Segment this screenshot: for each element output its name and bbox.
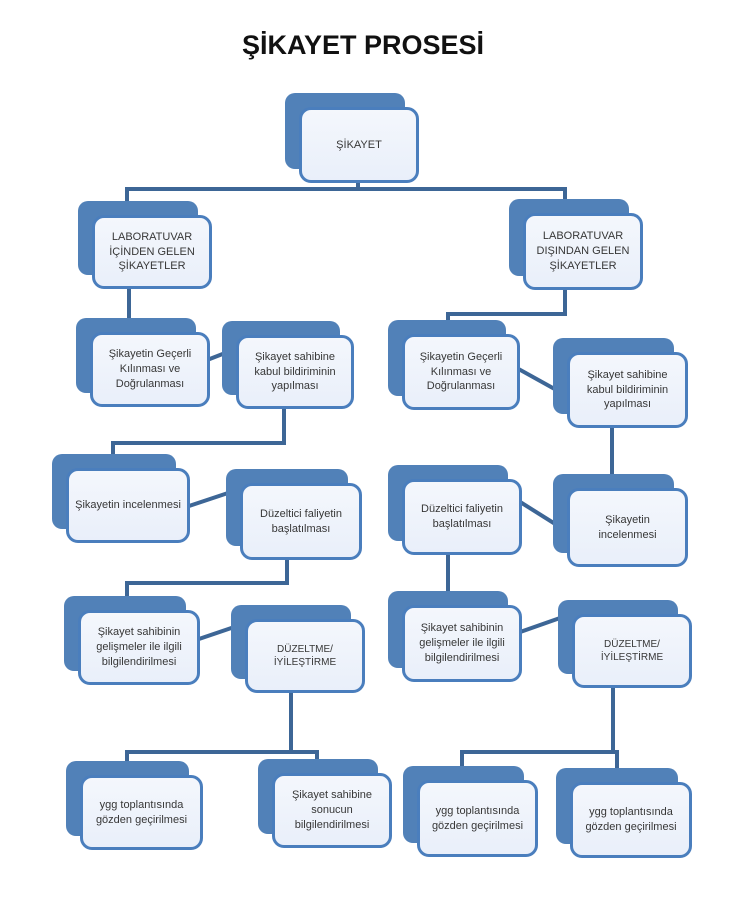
connector-lduzeltici-lgelismeler [125,557,289,600]
node-label: Şikayet sahibine kabul bildiriminin yapı… [236,335,354,409]
node-label: DÜZELTME/İYİLEŞTİRME [572,614,692,688]
node-left-gelismeler: Şikayet sahibinin gelişmeler ile ilgili … [64,596,200,685]
page-title: ŞİKAYET PROSESİ [241,30,485,60]
node-left-duzeltme: DÜZELTME/İYİLEŞTİRME [231,605,365,693]
node-sikayet: ŞİKAYET [285,93,419,183]
node-label: Düzeltici faliyetin başlatılması [240,483,362,560]
node-label: Şikayet sahibine sonucun bilgilendirilme… [272,773,392,848]
node-label: Şikayetin Geçerli Kılınması ve Doğrulanm… [90,332,210,407]
connector-lduzeltme-children [125,690,319,765]
node-left-duzeltici: Düzeltici faliyetin başlatılması [226,469,362,560]
node-right-duzeltici: Düzeltici faliyetin başlatılması [388,465,522,555]
node-label: Şikayetin incelenmesi [567,488,688,567]
node-lab-icinden: LABORATUVAR İÇİNDEN GELEN ŞİKAYETLER [78,201,212,289]
node-left-ygg: ygg toplantısında gözden geçirilmesi [66,761,203,850]
node-label: ygg toplantısında gözden geçirilmesi [417,780,538,857]
node-right-ygg-2: ygg toplantısında gözden geçirilmesi [556,768,692,858]
node-label: Şikayet sahibinin gelişmeler ile ilgili … [402,605,522,682]
node-label: LABORATUVAR İÇİNDEN GELEN ŞİKAYETLER [92,215,212,289]
node-left-kabul: Şikayet sahibine kabul bildiriminin yapı… [222,321,354,409]
node-lab-disindan: LABORATUVAR DIŞINDAN GELEN ŞİKAYETLER [509,199,643,290]
node-label: Şikayet sahibinin gelişmeler ile ilgili … [78,610,200,685]
node-right-incelenme: Şikayetin incelenmesi [553,474,688,567]
node-right-kabul: Şikayet sahibine kabul bildiriminin yapı… [553,338,688,428]
node-left-incelenme: Şikayetin incelenmesi [52,454,190,543]
connector-labdisindan-rgecerli [446,287,567,325]
node-label: LABORATUVAR DIŞINDAN GELEN ŞİKAYETLER [523,213,643,290]
node-right-duzeltme: DÜZELTME/İYİLEŞTİRME [558,600,692,688]
node-label: Şikayetin Geçerli Kılınması ve Doğrulanm… [402,334,520,410]
node-right-gecerli: Şikayetin Geçerli Kılınması ve Doğrulanm… [388,320,520,410]
node-label: DÜZELTME/İYİLEŞTİRME [245,619,365,693]
node-left-sonuc: Şikayet sahibine sonucun bilgilendirilme… [258,759,392,848]
connector-rduzeltici-rincelenme [515,498,562,529]
node-label: Şikayet sahibine kabul bildiriminin yapı… [567,352,688,428]
node-left-gecerli: Şikayetin Geçerli Kılınması ve Doğrulanm… [76,318,210,407]
node-right-ygg-1: ygg toplantısında gözden geçirilmesi [403,766,538,857]
node-right-gelismeler: Şikayet sahibinin gelişmeler ile ilgili … [388,591,522,682]
connector-rduzeltme-children [460,685,619,770]
node-label: ŞİKAYET [299,107,419,183]
connector-lkabul-lincelenme [111,405,286,460]
node-label: Şikayetin incelenmesi [66,468,190,543]
node-label: ygg toplantısında gözden geçirilmesi [80,775,203,850]
node-label: ygg toplantısında gözden geçirilmesi [570,782,692,858]
node-label: Düzeltici faliyetin başlatılması [402,479,522,555]
